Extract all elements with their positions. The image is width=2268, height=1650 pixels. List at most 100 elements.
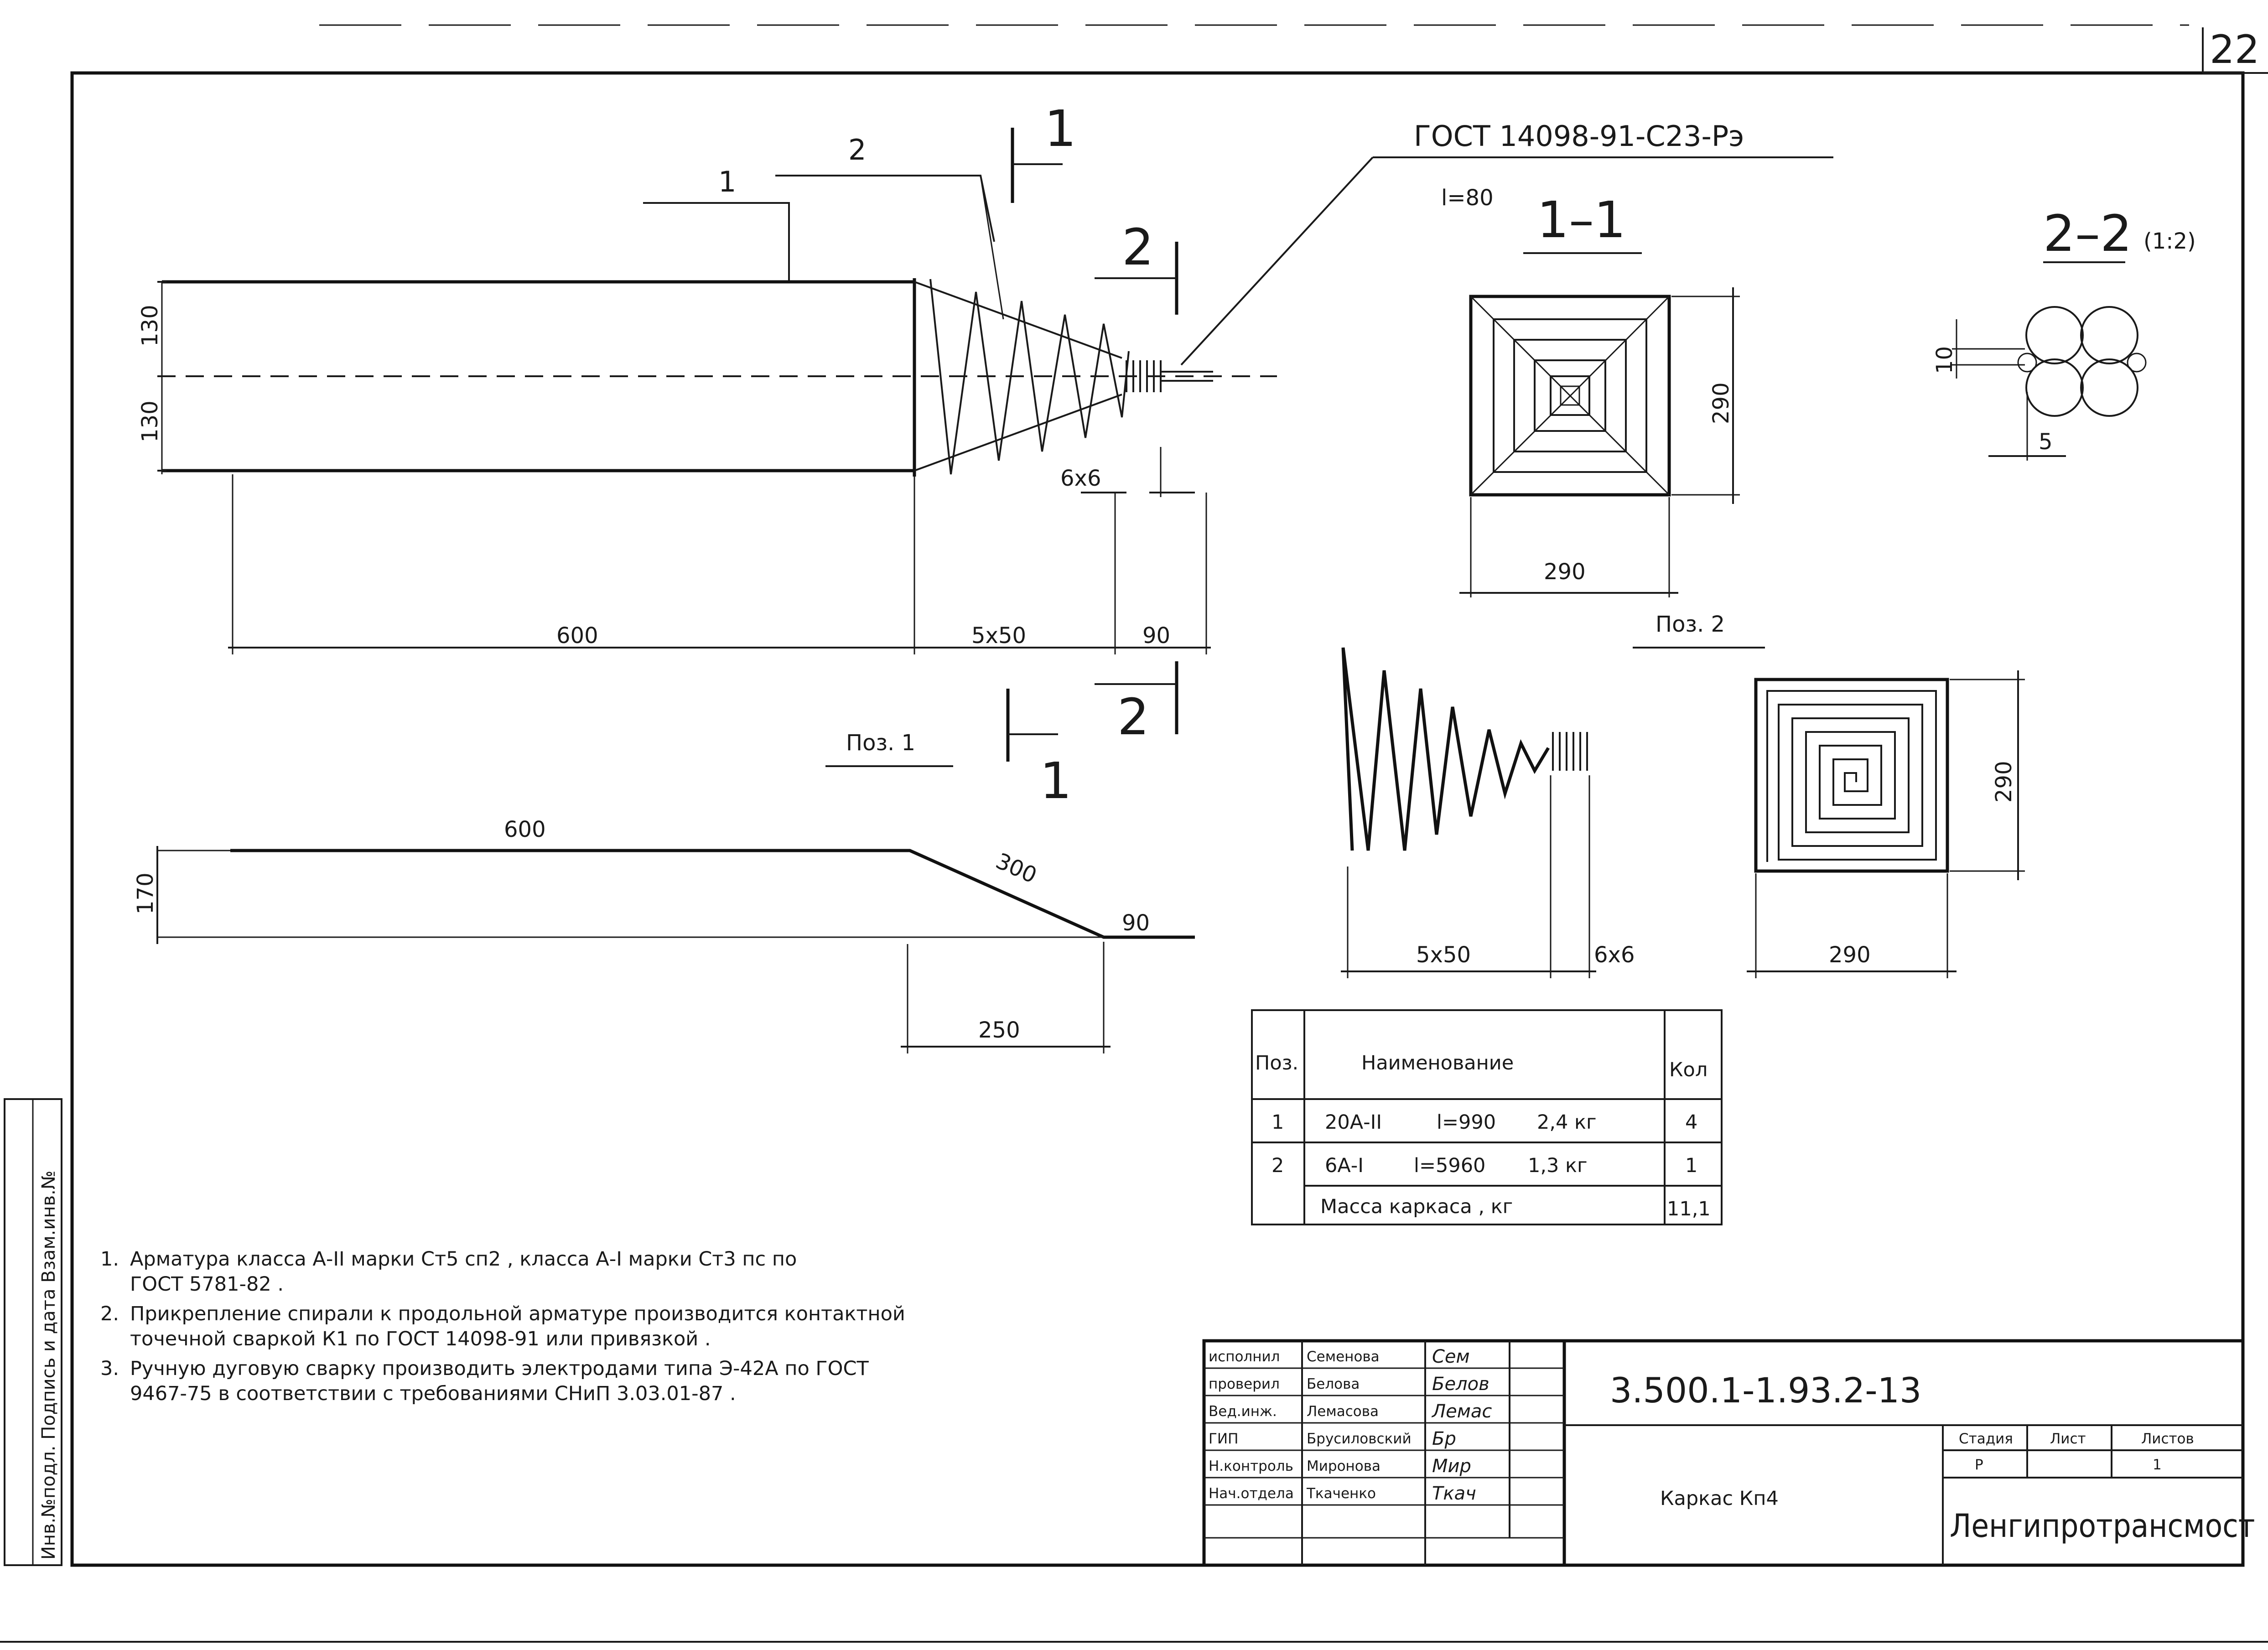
specification-table: Поз. Наименование Кол 1 20А-II l=990 2,4… (1251, 1009, 1723, 1225)
leader-callouts: 1 2 ГОСТ 14098-91-С23-Рэ l=80 (643, 119, 1833, 366)
drawing-title: Каркас Кп4 (1660, 1487, 1779, 1510)
stage-header: Стадия (1959, 1431, 2013, 1447)
spec-row-1-length: l=990 (1437, 1111, 1496, 1134)
section-mark-2-bottom: 2 (1117, 688, 1149, 746)
staff-role-6: Нач.отдела (1209, 1485, 1294, 1502)
staff-sig-5: Мир (1432, 1456, 1471, 1477)
note-2-line-1: Прикрепление спирали к продольной армату… (130, 1302, 905, 1325)
section-2-2-scale: (1:2) (2143, 228, 2196, 254)
dim-5x50: 5x50 (971, 623, 1026, 649)
cage-elevation (157, 278, 1277, 477)
side-stamp-text: Инв.№подл. Подпись и дата Взам.инв.№ (38, 1171, 59, 1560)
spiral-zigzag (929, 279, 1130, 475)
title-block: исполнил Семенова Сем проверил Белова Бе… (1202, 1339, 2255, 1567)
spec-row-2-grade: 6А-I (1325, 1154, 1364, 1177)
sheet-frame: 22 (0, 24, 2268, 1643)
note-1-line-2: ГОСТ 5781-82 . (130, 1273, 284, 1296)
poz2-dim-290-width: 290 (1829, 942, 1871, 968)
note-1-line-1: Арматура класса А-II марки Ст5 сп2 , кла… (130, 1248, 797, 1271)
side-stamp: Инв.№подл. Подпись и дата Взам.инв.№ (4, 1098, 62, 1566)
spec-header-qty: Кол (1669, 1058, 1707, 1081)
sheets-header: Листов (2141, 1431, 2194, 1447)
organization-name: Ленгипротрансмост (1950, 1507, 2255, 1545)
spec-row-2-qty: 1 (1685, 1154, 1697, 1177)
callout-2: 2 (848, 133, 866, 166)
section-1-1-title: 1–1 (1537, 191, 1626, 249)
s22-dim-10: 10 (1932, 346, 1957, 374)
elevation-dimensions: 130 130 600 5x50 90 6x6 (137, 281, 1211, 654)
poz2-dim-6x6: 6x6 (1594, 942, 1635, 968)
position-1-bar: Поз. 1 170 600 300 90 250 (133, 730, 1195, 1053)
staff-role-3: Вед.инж. (1209, 1403, 1277, 1420)
spec-row-1-mass: 2,4 кг (1537, 1111, 1597, 1134)
sheets-value: 1 (2153, 1457, 2162, 1473)
staff-name-2: Белова (1307, 1376, 1360, 1392)
weld-gost-label: ГОСТ 14098-91-С23-Рэ (1414, 119, 1744, 153)
section-mark-1-top: 1 (1044, 99, 1076, 158)
staff-sig-4: Бр (1432, 1428, 1456, 1449)
dim-6x6: 6x6 (1060, 466, 1101, 491)
poz1-dim-300: 300 (992, 848, 1040, 888)
spiral-side-view (1341, 647, 1550, 851)
weld-length-label: l=80 (1441, 185, 1494, 211)
spec-header-name: Наименование (1361, 1052, 1514, 1074)
note-2-line-2: точечной сваркой К1 по ГОСТ 14098-91 или… (130, 1328, 711, 1350)
dim-90: 90 (1142, 623, 1170, 649)
spec-row-2-mass: 1,3 кг (1528, 1154, 1588, 1177)
section-1-1: 1–1 290 290 (1459, 191, 1740, 597)
spec-row-1-grade: 20А-II (1325, 1111, 1382, 1134)
poz1-dim-250: 250 (978, 1017, 1020, 1043)
sheet-number: 22 (2210, 27, 2259, 73)
spec-total-value: 11,1 (1667, 1198, 1711, 1220)
section-mark-1-bottom: 1 (1040, 752, 1072, 810)
staff-sig-2: Белов (1432, 1374, 1490, 1395)
staff-name-6: Ткаченко (1306, 1485, 1376, 1502)
dim-600: 600 (556, 623, 598, 649)
staff-role-4: ГИП (1209, 1431, 1238, 1447)
poz2-dim-5x50: 5x50 (1416, 942, 1471, 968)
staff-sig-1: Сем (1432, 1346, 1470, 1367)
poz1-label: Поз. 1 (846, 730, 915, 756)
poz1-dim-600: 600 (504, 817, 546, 842)
poz1-dim-170: 170 (133, 872, 158, 914)
doc-code: 3.500.1-1.93.2-13 (1610, 1370, 1921, 1411)
spec-row-2-pos: 2 (1272, 1154, 1284, 1177)
poz1-dim-90: 90 (1122, 910, 1150, 936)
spec-header-pos: Поз. (1255, 1052, 1298, 1074)
section-marks: 1 1 2 2 (1006, 99, 1178, 810)
staff-role-5: Н.контроль (1209, 1458, 1293, 1474)
note-1-num: 1. (100, 1248, 119, 1271)
note-2-num: 2. (100, 1302, 119, 1325)
poz2-dim-290-height: 290 (1991, 761, 2017, 803)
general-notes: 1. Арматура класса А-II марки Ст5 сп2 , … (100, 1248, 905, 1405)
section-2-2: 2–2 (1:2) 10 5 (1932, 204, 2196, 461)
stage-value: Р (1975, 1457, 1983, 1473)
sheet-header: Лист (2050, 1431, 2086, 1447)
staff-name-1: Семенова (1307, 1349, 1380, 1365)
square-spiral-plan (1766, 690, 1937, 862)
spec-row-2-length: l=5960 (1414, 1154, 1485, 1177)
spec-row-1-qty: 4 (1685, 1111, 1697, 1134)
note-3-line-2: 9467-75 в соответствии с требованиями СН… (130, 1382, 736, 1405)
staff-role-1: исполнил (1209, 1349, 1280, 1365)
staff-sig-6: Ткач (1432, 1483, 1476, 1504)
spec-row-1-pos: 1 (1272, 1111, 1284, 1134)
callout-1: 1 (718, 165, 736, 198)
s22-dim-5: 5 (2039, 429, 2053, 455)
section-mark-2-top: 2 (1122, 218, 1154, 276)
position-2-spiral: Поз. 2 5x50 6x6 290 290 (1341, 612, 2025, 978)
s11-dim-290-height: 290 (1708, 382, 1734, 424)
note-3-num: 3. (100, 1357, 119, 1380)
staff-sig-3: Лемас (1431, 1401, 1492, 1422)
staff-name-4: Брусиловский (1307, 1431, 1412, 1447)
dim-130-upper: 130 (137, 305, 163, 347)
section-2-2-title: 2–2 (2043, 204, 2132, 263)
staff-role-2: проверил (1209, 1376, 1280, 1392)
staff-name-5: Миронова (1307, 1458, 1381, 1474)
poz2-label: Поз. 2 (1656, 612, 1725, 637)
staff-name-3: Лемасова (1307, 1403, 1379, 1420)
s11-dim-290-width: 290 (1544, 559, 1586, 585)
spec-total-label: Масса каркаса , кг (1320, 1195, 1513, 1218)
note-3-line-1: Ручную дуговую сварку производить электр… (130, 1357, 869, 1380)
